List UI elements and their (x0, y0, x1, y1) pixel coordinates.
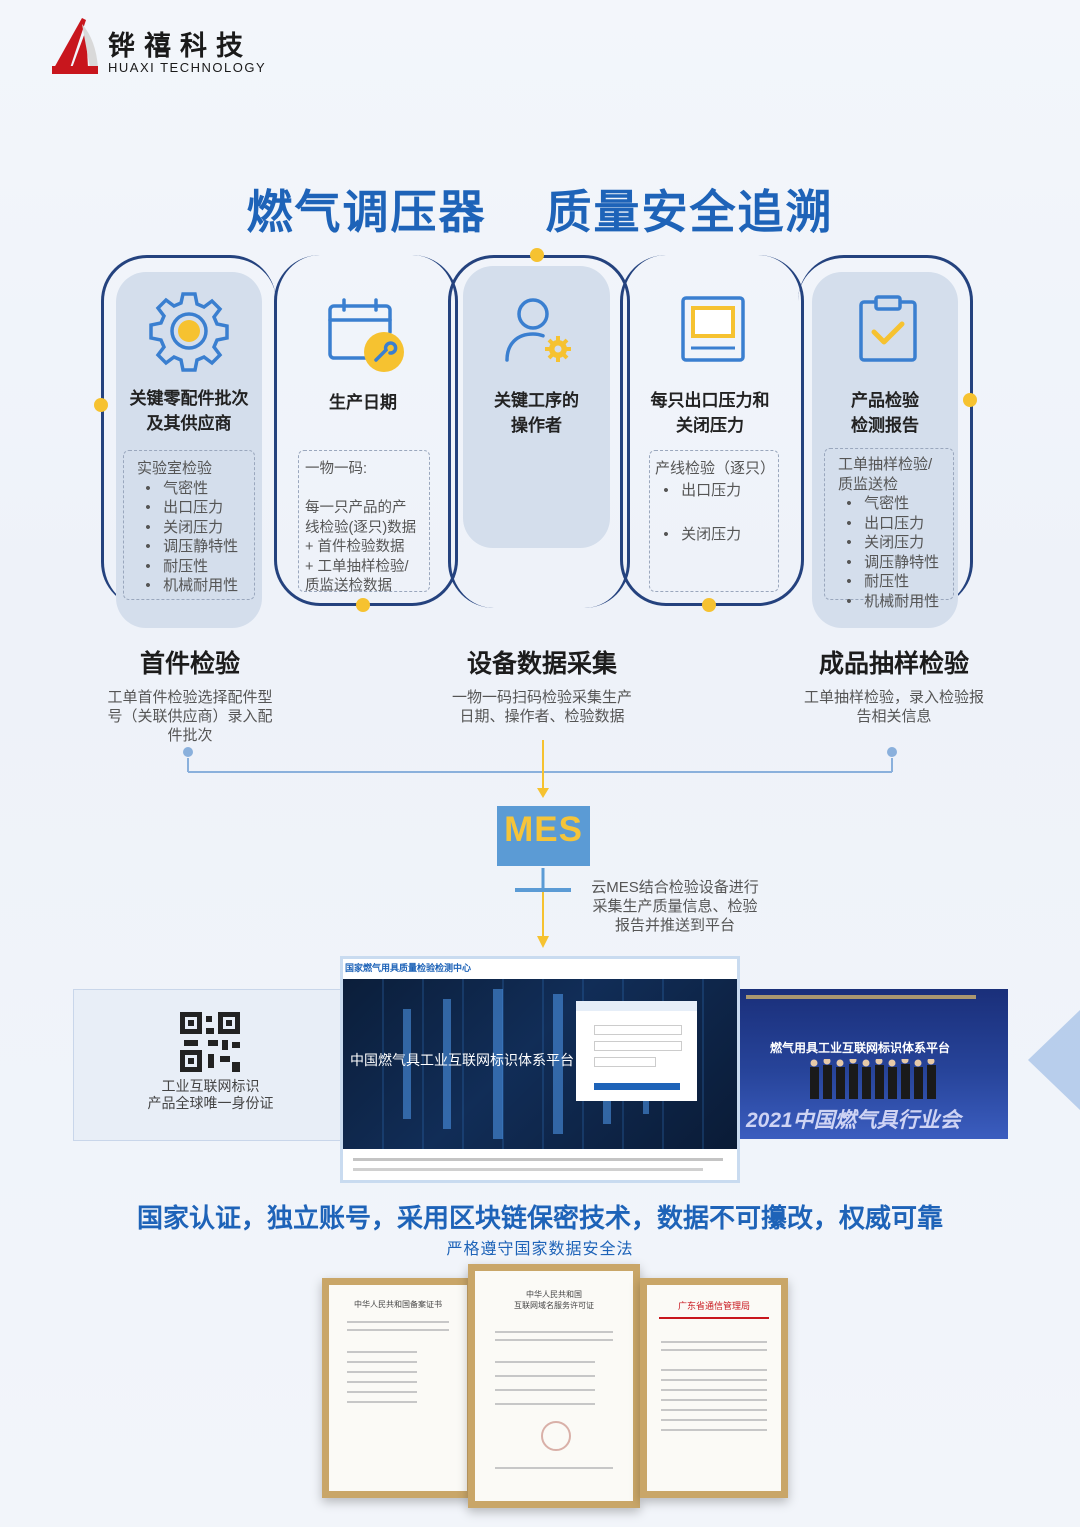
detail-list: 工单抽样检验/ 质监送检 • 气密性 • 出口压力 • 关闭压力 • 调压静特性… (838, 456, 940, 610)
gear-icon (149, 292, 229, 372)
login-panel (576, 1001, 697, 1101)
section-desc: 工单抽样检验，录入检验报 告相关信息 (803, 689, 984, 725)
certificate-1: 中华人民共和国备案证书 (322, 1278, 474, 1498)
mes-label: MES (504, 810, 583, 849)
section-title: 成品抽样检验 (818, 650, 969, 678)
detail-list: 产线检验（逐只） • 出口压力 • 关闭压力 (655, 460, 776, 543)
tablet-icon (681, 296, 745, 362)
certificate-2: 中华人民共和国 互联网域名服务许可证 (468, 1264, 640, 1508)
detail-list: 实验室检验 • 气密性 • 出口压力 • 关闭压力 • 调压静特性 • 耐压性 … (137, 460, 239, 594)
site-header: 国家燃气用具质量检验检测中心 (345, 963, 472, 973)
operator-gear-icon (505, 298, 571, 362)
mes-monitor (497, 806, 590, 866)
law-statement: 严格遵守国家数据安全法 (446, 1241, 634, 1258)
section-desc: 工单首件检验选择配件型 号（关联供应商）录入配 件批次 (107, 689, 273, 744)
connector-dot (94, 398, 108, 412)
site-footer (345, 1152, 735, 1180)
detail-box (298, 450, 430, 592)
certificate-heading: 中华人民共和国 互联网域名服务许可证 (514, 1290, 594, 1310)
card-title: 关键工序的 操作者 (494, 391, 579, 435)
certificate-heading: 中华人民共和国备案证书 (354, 1300, 442, 1309)
event-footer: 2021中国燃气具行业会 (746, 1109, 961, 1132)
detail-box (123, 450, 255, 600)
brand-name-en: HUAXI TECHNOLOGY (108, 60, 267, 75)
mes-description: 云MES结合检验设备进行 采集生产质量信息、检验 报告并推送到平台 (591, 879, 759, 934)
platform-name: 中国燃气具工业互联网标识体系平台 (350, 1052, 574, 1068)
qr-code-icon (180, 1012, 240, 1072)
certificate-heading: 广东省通信管理局 (677, 1301, 750, 1311)
flow-connector (183, 740, 897, 948)
card-operator: 关键工序的 操作者 (463, 266, 610, 548)
qr-caption: 工业互联网标识 产品全球唯一身份证 (147, 1078, 274, 1111)
card-key-parts: 关键零配件批次 及其供应商 实验室检验 • 气密性 • 出口压力 • 关闭压力 … (116, 272, 262, 628)
connector-dot (963, 393, 977, 407)
brand-name-cn: 铧禧科技 (108, 31, 252, 61)
card-title: 生产日期 (329, 393, 397, 412)
card-title: 每只出口压力和 关闭压力 (650, 391, 770, 435)
section-desc: 一物一码扫码检验采集生产 日期、操作者、检验数据 (451, 689, 632, 725)
event-photo: 燃气用具工业互联网标识体系平台 2021中国燃气具行业会 (740, 989, 1008, 1139)
calendar-wrench-icon (328, 298, 404, 372)
certificate-3: 广东省通信管理局 (640, 1278, 788, 1498)
detail-list: 一物一码: 每一只产品的产 线检验(逐只)数据 + 首件检验数据 + 工单抽样检… (305, 461, 417, 594)
page-title: 燃气调压器 质量安全追溯 (246, 186, 834, 238)
frame-card-5 (798, 255, 973, 608)
section-title: 设备数据采集 (466, 650, 617, 678)
card-production-date: 生产日期 一物一码: 每一只产品的产 线检验(逐只)数据 + 首件检验数据 + … (290, 272, 436, 594)
card-pressure: 每只出口压力和 关闭压力 产线检验（逐只） • 出口压力 • 关闭压力 (637, 272, 783, 592)
authority-statement: 国家认证，独立账号，采用区块链保密技术，数据不可攥改，权威可靠 (136, 1203, 943, 1233)
card-inspection-report: 产品检验 检测报告 工单抽样检验/ 质监送检 • 气密性 • 出口压力 • 关闭… (812, 272, 958, 628)
connector-dot (530, 248, 544, 262)
brand-logo (52, 18, 98, 74)
detail-box (649, 450, 779, 592)
card-title: 关键零配件批次 及其供应商 (129, 389, 249, 433)
connector-dot (356, 598, 370, 612)
chevron-left-icon (1028, 1010, 1080, 1110)
detail-box (824, 448, 954, 600)
card-title: 产品检验 检测报告 (851, 391, 919, 435)
event-banner: 燃气用具工业互联网标识体系平台 (770, 1041, 951, 1055)
section-title: 首件检验 (139, 650, 240, 678)
clipboard-check-icon (859, 295, 917, 362)
frame-card-1 (101, 255, 276, 608)
connector-dot (702, 598, 716, 612)
